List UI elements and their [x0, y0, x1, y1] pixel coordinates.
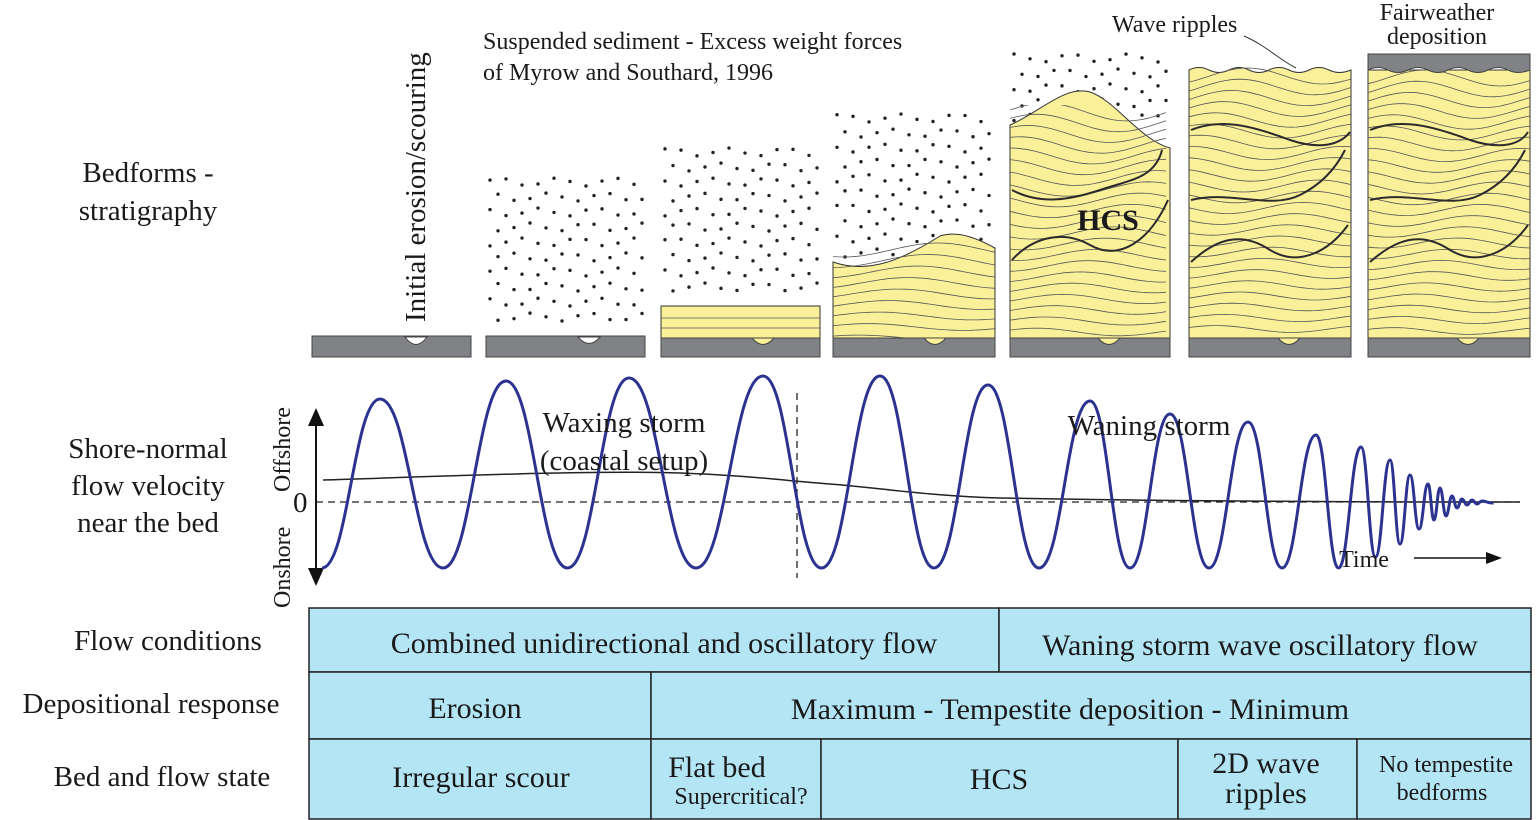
suspended-dots — [488, 176, 644, 323]
panel-wave-ripples — [1188, 67, 1352, 358]
cell-combined-flow — [308, 607, 1000, 673]
wave-ripples-label: Wave ripples — [1112, 12, 1237, 38]
coastal-setup-label: (coastal setup) — [540, 445, 708, 477]
panel-flat-bed — [660, 146, 821, 358]
cell-erosion — [308, 671, 652, 740]
initial-erosion-label: Initial erosion/scouring — [400, 52, 432, 322]
waning-flow-text: Waning storm wave oscillatory flow — [1042, 629, 1478, 662]
irregular-scour-text: Irregular scour — [392, 761, 569, 794]
wave-ripples-cell-line1: 2D wave — [1212, 747, 1319, 780]
depositional-response-label: Depositional response — [23, 688, 280, 720]
flat-bed-text: Flat bed — [668, 751, 766, 784]
wave-ripples-leader — [1243, 35, 1297, 69]
wave-ripples-cell-line2: ripples — [1225, 777, 1307, 810]
onshore-arrowhead — [308, 568, 324, 586]
setup-current-line — [322, 471, 1521, 503]
fairweather-label-line1: Fairweather — [1380, 0, 1495, 26]
time-label: Time — [1339, 547, 1389, 573]
suspended-dots — [663, 146, 819, 293]
velocity-label-line3: near the bed — [77, 507, 219, 539]
supercritical-text: Supercritical? — [674, 784, 807, 810]
cell-wave-ripples — [1177, 738, 1358, 820]
no-tempestite-line2: bedforms — [1397, 780, 1488, 806]
hcs-panel-label: HCS — [1077, 204, 1139, 237]
velocity-label-line1: Shore-normal — [68, 433, 227, 465]
panel-initial-erosion — [311, 335, 472, 358]
zero-label: 0 — [293, 487, 308, 519]
velocity-plot — [308, 374, 1521, 586]
cell-irregular-scour — [308, 738, 652, 820]
offshore-label: Offshore — [270, 407, 296, 492]
waning-storm-label: Waning storm — [1068, 410, 1231, 442]
panel-fairweather — [1367, 53, 1531, 358]
panel-hcs — [1009, 52, 1171, 358]
suspended-label-line1: Suspended sediment - Excess weight force… — [483, 29, 902, 55]
cell-no-tempestite — [1356, 738, 1532, 820]
time-arrowhead — [1486, 552, 1502, 564]
bedforms-label-line2: stratigraphy — [79, 195, 218, 227]
cell-waning-flow — [998, 607, 1532, 673]
tempestite-text: Maximum - Tempestite deposition - Minimu… — [791, 693, 1349, 726]
waxing-storm-label: Waxing storm — [543, 407, 706, 439]
panel-suspended-sediment — [485, 176, 646, 358]
summary-table: Combined unidirectional and oscillatory … — [308, 607, 1532, 820]
bed-and-flow-state-label: Bed and flow state — [54, 761, 271, 793]
combined-flow-text: Combined unidirectional and oscillatory … — [391, 627, 938, 660]
suspended-label-line2: of Myrow and Southard, 1996 — [483, 60, 773, 86]
panel-hcs-onset — [832, 112, 996, 358]
cell-flat-bed — [650, 738, 822, 820]
bedforms-label-line1: Bedforms - — [82, 157, 213, 189]
velocity-label-line2: flow velocity — [71, 470, 225, 502]
no-tempestite-line1: No tempestite — [1379, 752, 1513, 778]
offshore-arrowhead — [308, 408, 324, 426]
fairweather-label-line2: deposition — [1387, 24, 1487, 50]
erosion-text: Erosion — [428, 692, 521, 725]
hcs-cell-text: HCS — [970, 763, 1028, 796]
flow-conditions-label: Flow conditions — [74, 625, 262, 657]
cell-tempestite — [650, 671, 1532, 740]
onshore-label: Onshore — [270, 527, 296, 608]
cell-hcs — [820, 738, 1179, 820]
oscillatory-velocity-curve — [321, 374, 1494, 570]
